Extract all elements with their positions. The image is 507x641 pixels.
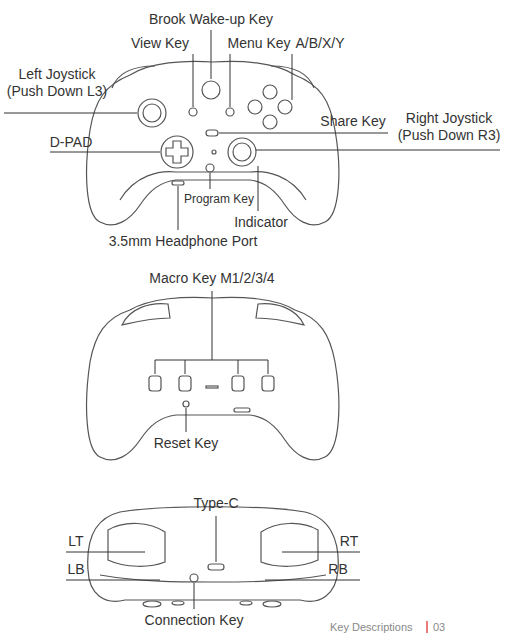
leader-line — [216, 516, 217, 562]
trigger-label: RT — [340, 533, 358, 550]
key-label: Macro Key M1/2/3/4 — [149, 270, 274, 287]
d-pad-ring — [161, 136, 193, 168]
program-key — [206, 164, 214, 172]
right-stick-edge — [263, 601, 281, 607]
macro-key-m1 — [149, 376, 161, 391]
reset-key — [183, 401, 189, 407]
battery-latch — [234, 408, 250, 412]
key-label: Reset Key — [154, 435, 219, 452]
leader-line — [155, 291, 268, 374]
section-title: Key Descriptions — [330, 620, 413, 634]
macro-key-m3 — [232, 376, 244, 391]
share-key — [206, 130, 218, 136]
macro-key-m4 — [262, 376, 274, 391]
leader-line — [258, 166, 259, 211]
back-slot — [206, 386, 218, 388]
leader-line — [256, 150, 500, 151]
connection-key — [190, 574, 198, 582]
port-label: Type-C — [193, 495, 238, 512]
trigger-label: LT — [68, 533, 83, 550]
page-number: 03 — [433, 620, 445, 634]
port-label: 3.5mm Headphone Port — [109, 233, 258, 250]
left-trigger — [108, 523, 165, 566]
left-joystick — [138, 99, 166, 127]
leader-line — [194, 583, 195, 609]
bumper-label: LB — [67, 561, 84, 578]
footer-separator — [426, 621, 428, 633]
leader-line — [211, 30, 212, 79]
key-label: A/B/X/Y — [295, 35, 344, 52]
leader-line — [193, 54, 194, 107]
face-button-edge — [240, 601, 252, 605]
leader-line — [66, 580, 160, 581]
type-c-port — [208, 564, 224, 570]
right-trigger — [261, 523, 318, 566]
key-label: View Key — [131, 35, 189, 52]
menu-key — [226, 108, 234, 116]
key-label: Program Key — [184, 192, 254, 207]
b-button — [278, 100, 292, 114]
key-label: Left Joystick (Push Down L3) — [2, 66, 112, 100]
right-joystick — [228, 138, 256, 166]
macro-key-m2 — [179, 376, 191, 391]
key-label: Right Joystick (Push Down R3) — [395, 110, 503, 144]
dpad-edge — [172, 601, 184, 605]
indicator-dot — [212, 150, 216, 154]
key-label: Menu Key — [227, 35, 290, 52]
leader-line — [292, 54, 293, 100]
leader-line — [178, 186, 179, 230]
key-label: D-PAD — [50, 134, 93, 151]
y-button — [263, 85, 277, 99]
brook-key — [202, 81, 220, 99]
leader-line — [265, 580, 360, 581]
bumper-label: RB — [328, 561, 347, 578]
leader-line — [186, 408, 187, 432]
leader-line — [4, 113, 137, 114]
a-button — [263, 115, 277, 129]
controller-back-body — [87, 297, 339, 460]
key-label: Share Key — [320, 113, 385, 130]
bumper-line — [100, 575, 326, 582]
left-trigger-back — [122, 304, 170, 325]
leader-line — [210, 173, 211, 189]
key-label: Connection Key — [145, 612, 244, 629]
left-bumper — [112, 66, 155, 88]
x-button — [248, 100, 262, 114]
right-joystick-cap — [233, 143, 251, 161]
view-key — [189, 108, 197, 116]
left-joystick-cap — [143, 104, 161, 122]
leader-line — [219, 133, 388, 134]
leader-line — [230, 54, 231, 107]
leader-line — [50, 152, 160, 153]
controller-body — [87, 61, 339, 224]
leader-line — [282, 552, 360, 553]
right-trigger-back — [256, 304, 304, 325]
d-pad-cross — [166, 141, 188, 163]
headphone-port — [172, 181, 184, 185]
key-label: Brook Wake-up Key — [149, 11, 273, 28]
left-stick-edge — [143, 601, 161, 607]
controller-top-body — [88, 507, 339, 602]
key-label: Indicator — [234, 214, 288, 231]
leader-line — [66, 552, 145, 553]
